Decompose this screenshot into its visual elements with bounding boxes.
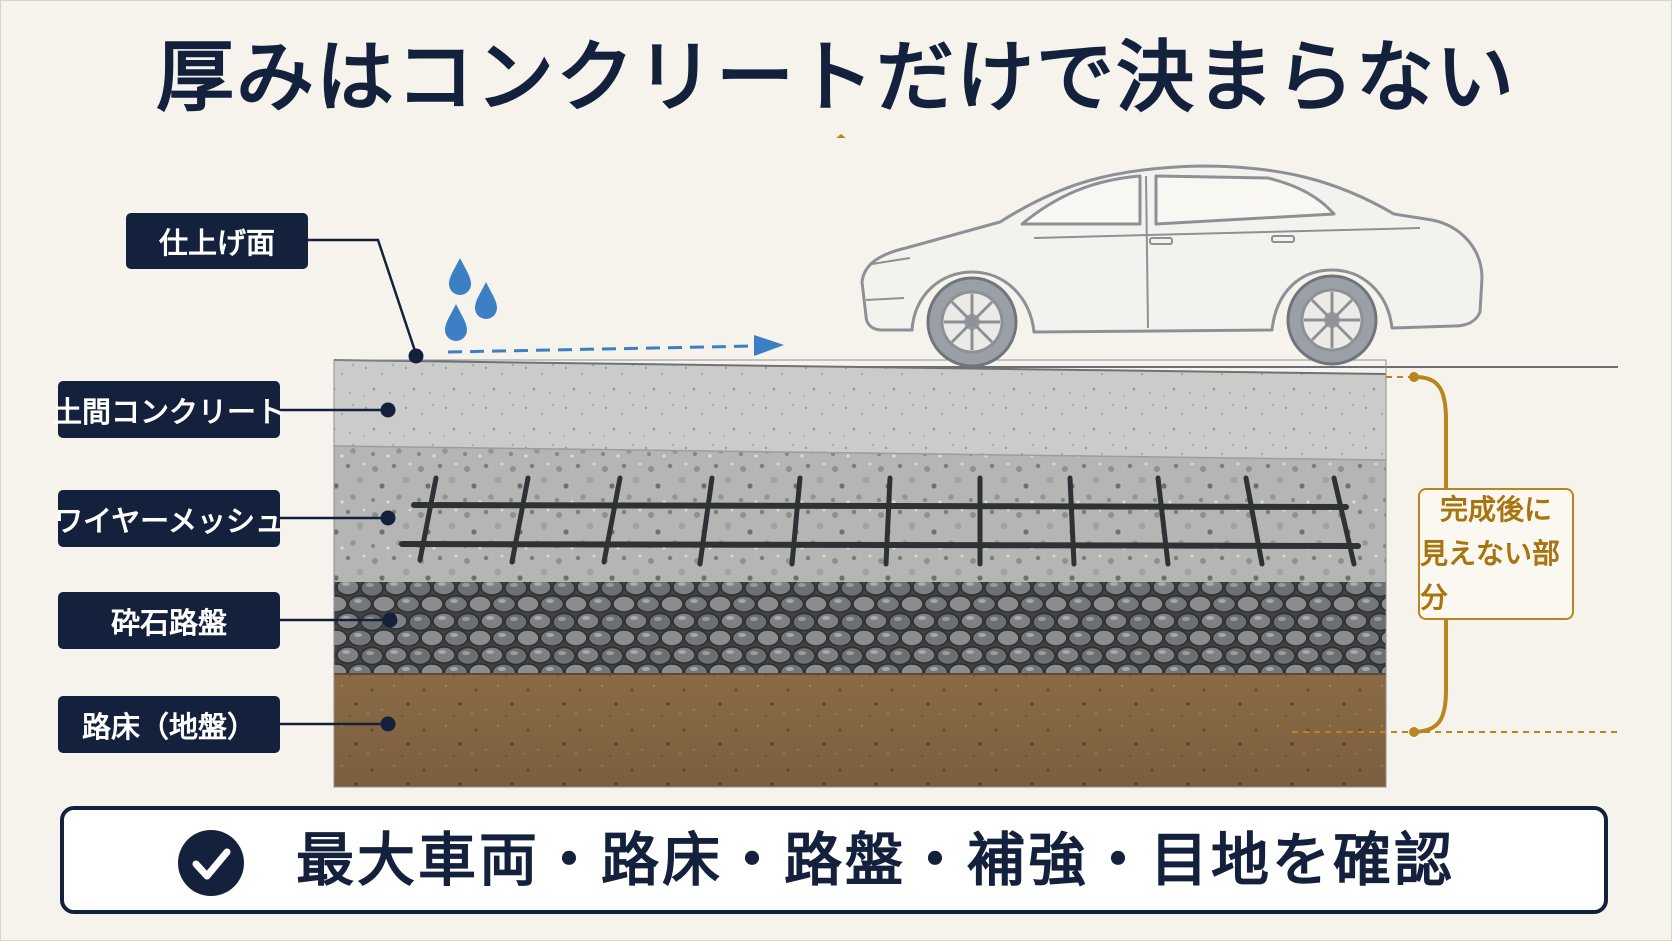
page-title: 厚みはコンクリートだけで決まらない (155, 33, 1516, 123)
callout-line-2: 見えない部分 (1420, 537, 1561, 614)
concrete-layer-aggregate (334, 446, 1386, 582)
leader-dots (380, 348, 424, 732)
arrow-right-icon (447, 335, 784, 356)
gravel-layer (334, 582, 1386, 674)
label-wire-mesh: ワイヤーメッシュ (54, 490, 284, 547)
checklist-text: 最大車両・路床・路盤・補強・目地を確認 (296, 826, 1456, 894)
leader-lines (278, 238, 418, 726)
label-concrete: 土間コンクリート (53, 381, 285, 438)
label-gravel: 砕石路盤 (58, 592, 280, 649)
checklist-bar: 最大車両・路床・路盤・補強・目地を確認 (60, 806, 1608, 914)
car-wheel-front (926, 276, 1018, 368)
car-wheel-rear (1286, 274, 1378, 366)
title-divider (836, 134, 846, 138)
callout-line-1: 完成後に (1439, 493, 1552, 526)
label-surface: 仕上げ面 (126, 213, 308, 269)
concrete-layer-top (334, 360, 1386, 460)
label-subgrade: 路床（地盤） (58, 696, 280, 753)
wire-mesh (399, 475, 1361, 567)
car-icon (860, 164, 1484, 334)
check-circle-icon (178, 830, 244, 896)
hidden-part-callout: 完成後に 見えない部分 (1418, 488, 1574, 620)
water-drop-icon (445, 258, 497, 341)
